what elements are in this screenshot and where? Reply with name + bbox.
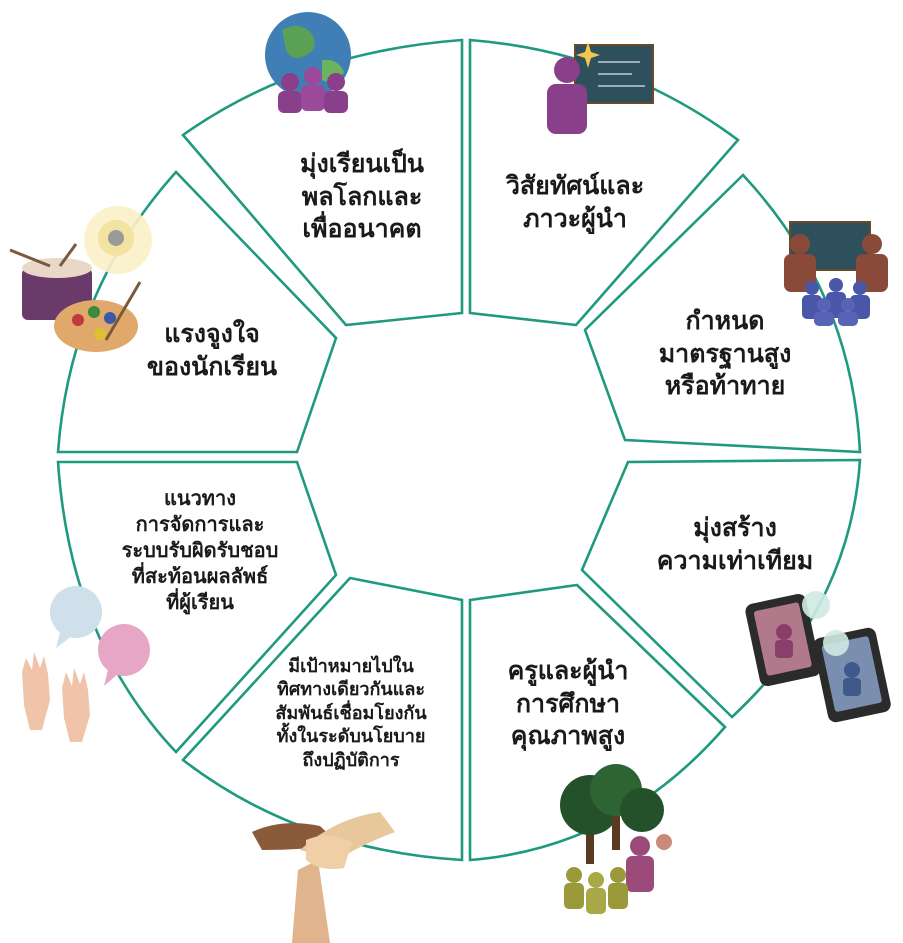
teacher-blackboard-icon — [547, 42, 654, 134]
label-line: ที่ผู้เรียน — [166, 590, 234, 614]
label-line: พลโลกและ — [301, 181, 423, 211]
label-line: แรงจูงใจ — [164, 319, 260, 348]
label-line: สัมพันธ์เชื่อมโยงกัน — [275, 702, 427, 724]
segment-label-motivation: แรงจูงใจ ของนักเรียน — [112, 318, 312, 383]
label-line: ภาวะผู้นำ — [523, 203, 627, 233]
label-line: ถึงปฏิบัติการ — [302, 749, 400, 771]
segment-label-policy-alignment: มีเป้าหมายไปใน ทิศทางเดียวกันและ สัมพันธ… — [244, 655, 458, 772]
handshake-icon — [252, 812, 395, 943]
label-line: ครูและผู้นำ — [507, 656, 629, 685]
label-line: คุณภาพสูง — [510, 721, 626, 750]
drum-palette-lightbulb-icon — [9, 206, 152, 352]
label-line: มีเป้าหมายไปใน — [288, 656, 414, 677]
classroom-students-icon — [784, 221, 888, 326]
raised-hands-speech-bubbles-icon — [22, 586, 150, 742]
segment-label-accountability: แนวทาง การจัดการและ ระบบรับผิดรับชอบ ที่… — [84, 485, 316, 615]
label-line: มุ่งสร้าง — [693, 513, 777, 542]
label-line: มุ่งเรียนเป็น — [300, 149, 424, 178]
label-line: ทั้งในระดับนโยบาย — [276, 726, 426, 748]
label-line: ของนักเรียน — [146, 351, 278, 381]
segment-label-equity: มุ่งสร้าง ความเท่าเทียม — [625, 512, 845, 577]
label-line: ระบบรับผิดรับชอบ — [121, 538, 279, 562]
segment-equity — [580, 458, 862, 719]
segment-label-high-standards: กำหนด มาตรฐานสูง หรือท้าทาย — [625, 305, 825, 403]
label-line: การจัดการและ — [135, 512, 265, 536]
segment-label-quality-teachers: ครูและผู้นำ การศึกษา คุณภาพสูง — [478, 655, 658, 753]
label-line: วิสัยทัศน์และ — [505, 171, 645, 200]
globe-people-icon — [265, 12, 351, 113]
label-line: ทิศทางเดียวกันและ — [276, 679, 426, 701]
label-line: เพื่ออนาคต — [302, 214, 422, 243]
label-line: แนวทาง — [164, 486, 236, 510]
tree-group-icon — [560, 764, 672, 914]
segment-label-global-learning: มุ่งเรียนเป็น พลโลกและ เพื่ออนาคต — [272, 148, 452, 246]
label-line: มาตรฐานสูง — [658, 338, 792, 368]
label-line: ความเท่าเทียม — [656, 545, 814, 575]
label-line: การศึกษา — [515, 688, 621, 718]
segment-label-vision-leadership: วิสัยทัศน์และ ภาวะผู้นำ — [480, 170, 670, 235]
tablet-video-call-icon — [745, 591, 891, 723]
label-line: หรือท้าทาย — [664, 371, 786, 400]
label-line: กำหนด — [685, 306, 765, 335]
label-line: ที่สะท้อนผลลัพธ์ — [131, 564, 269, 588]
